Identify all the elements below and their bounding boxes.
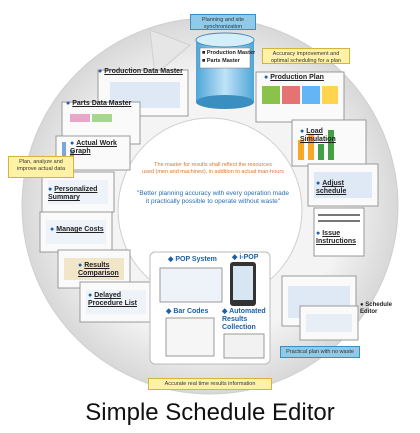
cycle-arrow-head <box>149 29 191 76</box>
db-item-parts-master: ■ Parts Master <box>202 58 240 64</box>
inner-automated: ◆ Automated Results Collection <box>222 308 266 331</box>
db-item-production-master: ■ Production Master <box>202 50 256 56</box>
module-results-comparison: ●Results Comparison <box>78 262 119 277</box>
inner-bar-codes: ◆ Bar Codes <box>166 308 209 315</box>
callout-realtime: Accurate real time results information <box>148 378 272 390</box>
inner-ipop: ◆ i-POP <box>232 254 259 261</box>
cycle-diagram-svg <box>21 17 399 395</box>
callout-practical: Practical plan with no waste <box>280 346 360 358</box>
center-caption-line2: used (men and machines), in addition to … <box>142 169 284 175</box>
module-load-simulation: ●Load Simulation <box>300 128 336 143</box>
module-adjust-schedule: ●Adjust schedule <box>316 180 347 195</box>
callout-accuracy: Accuracy improvement and optimal schedul… <box>262 48 350 64</box>
center-quote-line2: it practically possible to operate witho… <box>145 198 281 205</box>
database-cylinder <box>195 32 255 109</box>
module-parts-data-master: ●Parts Data Master <box>66 100 132 107</box>
inner-pop-system: ◆ POP System <box>168 256 217 263</box>
module-production-plan: ●Production Plan <box>264 74 324 81</box>
module-actual-work-graph: ●Actual Work Graph <box>70 140 117 155</box>
pop-panel <box>149 251 271 365</box>
center-quote: "Better planning accuracy with every ope… <box>118 190 308 206</box>
center-caption-line1: The master for results shall reflect the… <box>154 162 272 168</box>
module-personalized-summary: ●Personalized Summary <box>48 186 98 201</box>
module-production-data-master: ●Production Data Master <box>98 68 183 75</box>
module-issue-instructions: ●Issue Instructions <box>316 230 357 245</box>
module-delayed-procedure-list: ●Delayed Procedure List <box>88 292 138 307</box>
callout-planning: Planning and site synchronization <box>190 14 256 30</box>
center-quote-line1: "Better planning accuracy with every ope… <box>137 190 289 197</box>
callout-plan-analyze: Plan, analyze and improve actual data <box>8 156 74 178</box>
page-title: Simple Schedule Editor <box>85 399 335 426</box>
module-manage-costs: ●Manage Costs <box>50 226 104 233</box>
center-caption: The master for results shall reflect the… <box>128 162 298 176</box>
thumbnails <box>39 69 379 341</box>
module-schedule-editor: ● Schedule Editor <box>360 302 392 315</box>
